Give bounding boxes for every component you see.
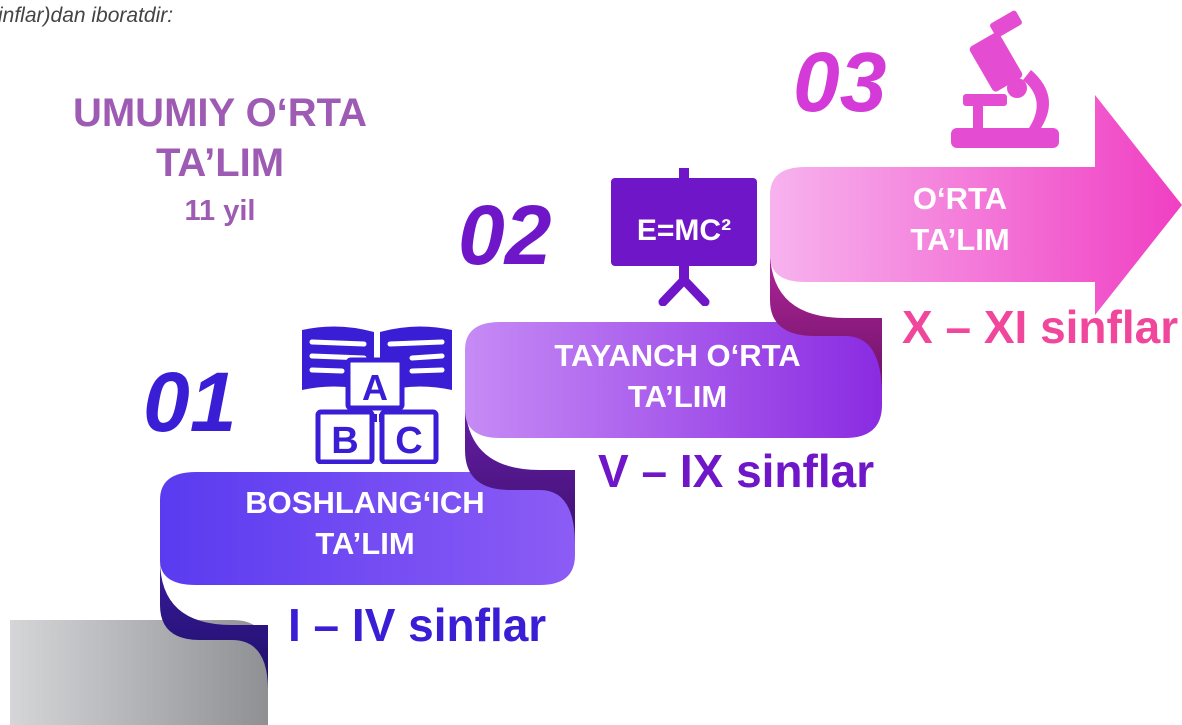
abc-book-icon: A B C (302, 326, 452, 464)
base-step (10, 620, 268, 725)
stage-2-number: 02 (458, 188, 552, 282)
stage-3-grades: X – XI sinflar (902, 301, 1179, 353)
stage-1-label: BOSHLANG‘ICH TA’LIM (180, 482, 550, 564)
microscope-icon (951, 10, 1059, 148)
heading-line-2: TA’LIM (155, 141, 285, 185)
intro-text: inflar)dan iboratdir: (0, 4, 174, 27)
board-formula: E=MC² (637, 214, 731, 247)
stage-2-label-line-1: TAYANCH O‘RTA (554, 338, 801, 373)
stage-2-grades: V – IX sinflar (598, 445, 875, 497)
heading-duration: 11 yil (184, 195, 256, 227)
stage-3-label-line-2: TA’LIM (910, 222, 1010, 257)
abc-letter-b: B (331, 420, 358, 462)
step-1-band (160, 472, 575, 585)
stage-1-label-line-2: TA’LIM (315, 526, 415, 561)
stage-2-label-line-2: TA’LIM (627, 379, 728, 414)
abc-letter-a: A (362, 367, 388, 408)
stage-1-label-line-1: BOSHLANG‘ICH (245, 485, 485, 520)
abc-letter-c: C (395, 420, 422, 462)
presentation-board-icon: E=MC² (611, 168, 757, 306)
stage-3-number: 03 (793, 35, 887, 129)
stage-1-number: 01 (143, 355, 237, 449)
fold-3 (770, 250, 882, 395)
stage-2-label: TAYANCH O‘RTA TA’LIM (490, 335, 865, 417)
fold-1 (160, 560, 268, 690)
step-3-arrow (770, 95, 1182, 315)
stage-3-label: O‘RTA TA’LIM (850, 178, 1070, 260)
stage-1-grades: I – IV sinflar (288, 599, 547, 651)
fold-2 (465, 400, 575, 545)
main-heading: UMUMIY O‘RTA TA’LIM 11 yil (30, 88, 410, 230)
step-2-band (465, 322, 882, 438)
heading-line-1: UMUMIY O‘RTA (72, 91, 368, 135)
stage-3-label-line-1: O‘RTA (912, 181, 1008, 216)
